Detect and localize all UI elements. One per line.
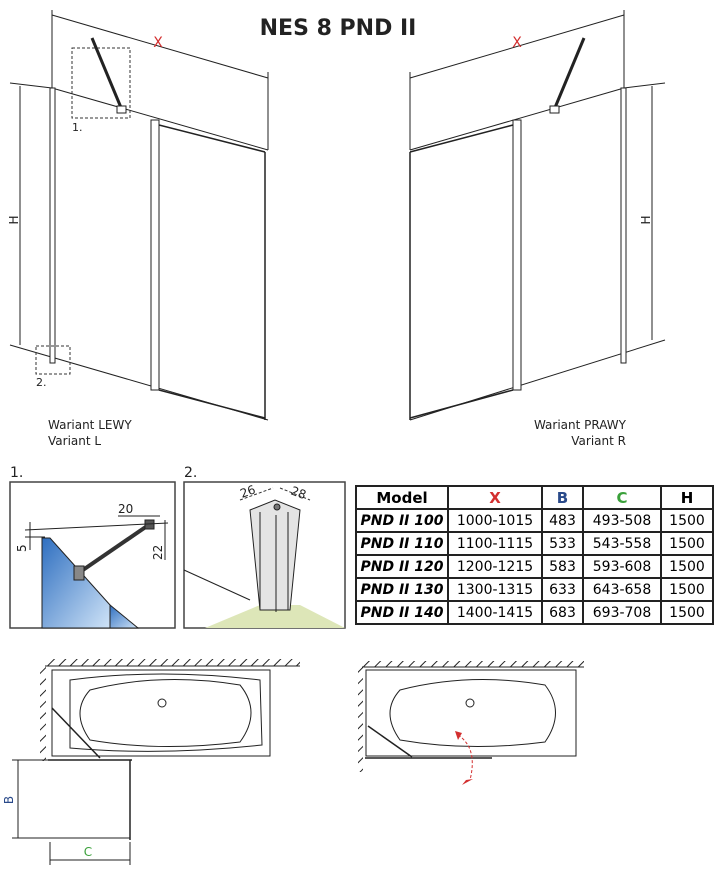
detail-2-wall-profile: 2. 26 28 bbox=[183, 465, 346, 629]
cell-b: 633 bbox=[541, 577, 584, 602]
cell-b: 483 bbox=[541, 508, 584, 533]
table-header-row: Model X B C H bbox=[355, 485, 714, 510]
header-model: Model bbox=[355, 485, 449, 510]
page-title: NES 8 PND II bbox=[260, 16, 417, 41]
right-variant-plan bbox=[358, 661, 584, 785]
cell-x: 1300-1315 bbox=[447, 577, 543, 602]
dimension-b-label: B bbox=[2, 796, 16, 804]
detail-2-dim-28: 28 bbox=[289, 484, 308, 502]
cell-c: 543-558 bbox=[582, 531, 662, 556]
detail-1-stabilizer-bar: 1. 20 5 22 bbox=[9, 465, 176, 629]
right-variant-label-en: Variant R bbox=[571, 434, 626, 448]
header-c: C bbox=[582, 485, 662, 510]
cell-model: PND II 100 bbox=[355, 508, 449, 533]
cell-h: 1500 bbox=[660, 600, 714, 625]
cell-h: 1500 bbox=[660, 508, 714, 533]
cell-h: 1500 bbox=[660, 554, 714, 579]
cell-h: 1500 bbox=[660, 531, 714, 556]
dimension-h-label: H bbox=[7, 215, 21, 224]
cell-model: PND II 140 bbox=[355, 600, 449, 625]
detail-1-dim-22: 22 bbox=[151, 545, 165, 560]
cell-model: PND II 130 bbox=[355, 577, 449, 602]
cell-c: 693-708 bbox=[582, 600, 662, 625]
left-variant-elevation: X H 1. 2. Wariant LEWY Variant L bbox=[7, 10, 269, 448]
cell-c: 643-658 bbox=[582, 577, 662, 602]
cell-b: 533 bbox=[541, 531, 584, 556]
detail-1-dim-5: 5 bbox=[15, 544, 29, 552]
cell-model: PND II 120 bbox=[355, 554, 449, 579]
cell-model: PND II 110 bbox=[355, 531, 449, 556]
cell-c: 493-508 bbox=[582, 508, 662, 533]
dimension-x-label-right: X bbox=[512, 35, 522, 51]
cell-x: 1000-1015 bbox=[447, 508, 543, 533]
left-variant-label-pl: Wariant LEWY bbox=[48, 418, 132, 432]
cell-b: 583 bbox=[541, 554, 584, 579]
left-variant-plan: B C bbox=[2, 659, 300, 865]
detail-2-marker: 2. bbox=[36, 376, 47, 389]
detail-1-title: 1. bbox=[10, 465, 23, 481]
cell-h: 1500 bbox=[660, 577, 714, 602]
detail-1-dim-20: 20 bbox=[118, 502, 133, 516]
right-variant-elevation: X H Wariant PRAWY Variant R bbox=[409, 10, 666, 448]
header-x: X bbox=[447, 485, 543, 510]
dimension-x-label: X bbox=[153, 35, 163, 51]
header-h: H bbox=[660, 485, 714, 510]
detail-2-dim-26: 26 bbox=[238, 482, 257, 500]
header-b: B bbox=[541, 485, 584, 510]
dimension-h-label-right: H bbox=[639, 215, 653, 224]
cell-x: 1400-1415 bbox=[447, 600, 543, 625]
cell-x: 1200-1215 bbox=[447, 554, 543, 579]
cell-b: 683 bbox=[541, 600, 584, 625]
detail-2-title: 2. bbox=[184, 465, 197, 481]
left-variant-label-en: Variant L bbox=[48, 434, 101, 448]
cell-c: 593-608 bbox=[582, 554, 662, 579]
detail-1-marker: 1. bbox=[72, 121, 83, 134]
right-variant-label-pl: Wariant PRAWY bbox=[534, 418, 627, 432]
cell-x: 1100-1115 bbox=[447, 531, 543, 556]
dimension-c-label: C bbox=[84, 845, 92, 859]
